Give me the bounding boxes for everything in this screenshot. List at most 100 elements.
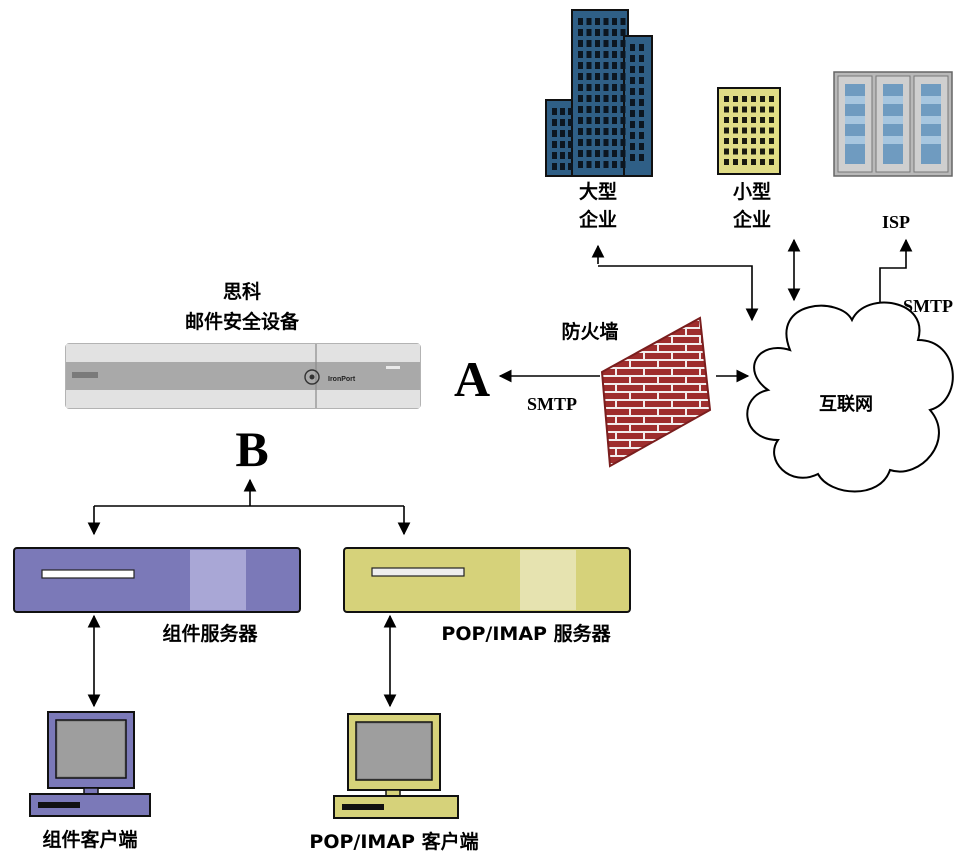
- building-window: [612, 51, 617, 58]
- isp-server-rack-icon: [833, 71, 953, 177]
- building-window: [586, 150, 592, 157]
- internet-label: 互联网: [819, 394, 873, 415]
- large-enterprise-label-line1: 大型: [579, 180, 617, 203]
- building-window: [595, 51, 600, 58]
- building-window: [578, 29, 583, 36]
- building-window: [724, 127, 729, 134]
- building-window: [586, 40, 592, 47]
- building-window: [733, 148, 738, 155]
- building-window: [595, 95, 600, 102]
- building-window: [769, 117, 774, 123]
- building-window: [742, 148, 747, 155]
- building-window: [560, 130, 565, 137]
- building-window: [639, 143, 644, 150]
- building-window: [620, 18, 626, 25]
- building-window: [751, 127, 756, 134]
- building-window: [603, 150, 609, 157]
- building-window: [603, 139, 609, 146]
- building-window: [769, 96, 774, 102]
- building-window: [724, 106, 729, 113]
- marker-b: B: [235, 421, 268, 477]
- building-window: [612, 150, 617, 157]
- building-window: [568, 108, 573, 115]
- building-window: [568, 141, 573, 148]
- building-window: [639, 132, 644, 139]
- building-window: [751, 148, 756, 155]
- building-window: [586, 62, 592, 69]
- building-window: [620, 128, 626, 135]
- building-window: [595, 139, 600, 146]
- building-window: [760, 148, 765, 155]
- appliance-brand-text: IronPort: [328, 376, 356, 383]
- pop-imap-server-icon: [343, 547, 631, 613]
- building-window: [552, 152, 557, 159]
- building-window: [578, 40, 583, 47]
- small-enterprise-label-line1: 小型: [733, 180, 771, 203]
- building-window: [603, 51, 609, 58]
- building-window: [578, 106, 583, 113]
- building-window: [639, 110, 644, 117]
- building-window: [742, 96, 747, 102]
- building-window: [568, 163, 573, 170]
- building-window: [639, 44, 644, 51]
- building-window: [612, 40, 617, 47]
- building-window: [595, 128, 600, 135]
- building-window: [552, 130, 557, 137]
- building-window: [578, 117, 583, 124]
- building-window: [612, 95, 617, 102]
- building-window: [560, 119, 565, 126]
- building-window: [612, 106, 617, 113]
- groupware-server-label: 组件服务器: [162, 622, 258, 645]
- building-window: [578, 150, 583, 157]
- building-window: [639, 66, 644, 73]
- building-window: [733, 159, 738, 165]
- building-window: [620, 106, 626, 113]
- building-window: [560, 152, 565, 159]
- building-window: [603, 161, 609, 168]
- building-window: [560, 108, 565, 115]
- building-window: [630, 55, 635, 62]
- building-window: [586, 117, 592, 124]
- building-window: [620, 51, 626, 58]
- small-enterprise-label: 小型 企业: [732, 180, 771, 231]
- building-window: [595, 161, 600, 168]
- building-window: [620, 150, 626, 157]
- building-window: [639, 55, 644, 62]
- building-window: [630, 110, 635, 117]
- building-window: [595, 40, 600, 47]
- building-window: [603, 40, 609, 47]
- building-window: [578, 18, 583, 25]
- pop-imap-client-computer-icon: [333, 713, 459, 819]
- internet-cloud-icon: [746, 301, 954, 493]
- building-window: [751, 117, 756, 123]
- building-window: [612, 62, 617, 69]
- building-window: [630, 44, 635, 51]
- building-window: [586, 29, 592, 36]
- building-window: [603, 117, 609, 124]
- building-window: [578, 51, 583, 58]
- firewall-smtp-label: SMTP: [527, 394, 577, 414]
- pop-imap-server-label: POP/IMAP 服务器: [441, 622, 611, 645]
- building-window: [595, 29, 600, 36]
- building-window: [612, 117, 617, 124]
- building-window: [578, 62, 583, 69]
- building-window: [586, 18, 592, 25]
- building-window: [578, 128, 583, 135]
- connector-lines-top: [591, 238, 913, 322]
- building-window: [724, 138, 729, 144]
- building-window: [568, 130, 573, 137]
- building-window: [595, 106, 600, 113]
- building-window: [603, 18, 609, 25]
- firewall-label: 防火墙: [561, 320, 618, 343]
- building-window: [552, 163, 557, 170]
- building-window: [552, 141, 557, 148]
- building-window: [586, 51, 592, 58]
- building-window: [760, 117, 765, 123]
- building-window: [552, 108, 557, 115]
- building-window: [769, 127, 774, 134]
- building-window: [630, 121, 635, 128]
- building-window: [733, 96, 738, 102]
- building-window: [560, 141, 565, 148]
- building-window: [639, 88, 644, 95]
